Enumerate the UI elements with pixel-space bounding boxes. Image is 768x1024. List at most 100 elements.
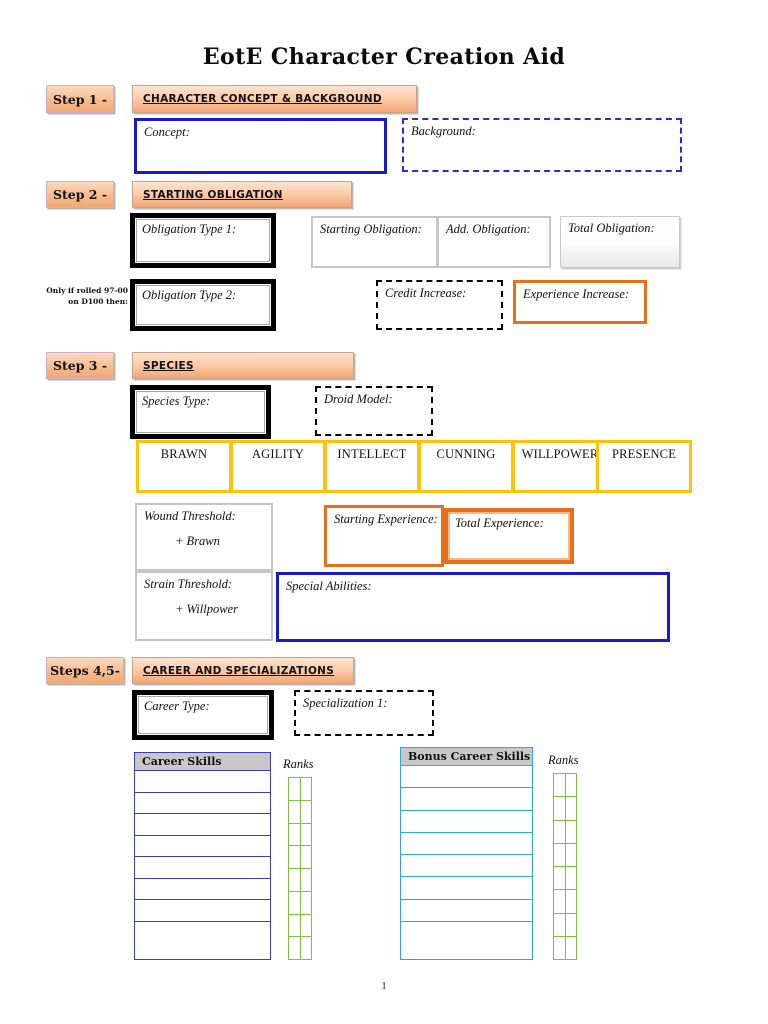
rank-cell[interactable] — [300, 891, 312, 915]
rank-cell[interactable] — [565, 867, 577, 891]
starting-obligation-label: Starting Obligation: — [320, 222, 422, 236]
specialization-1-field[interactable]: Specialization 1: — [294, 690, 434, 736]
rank-cell[interactable] — [289, 778, 301, 801]
rank-cell[interactable] — [554, 913, 566, 937]
section-banner-label: Species — [143, 359, 194, 372]
table-row[interactable] — [401, 855, 532, 878]
starting-obligation-field[interactable]: Starting Obligation: — [311, 216, 438, 268]
table-row[interactable] — [135, 814, 270, 836]
rank-cell[interactable] — [289, 937, 301, 960]
section-banner-career-specializations: Career and Specializations — [132, 657, 354, 684]
rank-cell[interactable] — [300, 869, 312, 892]
rank-cell[interactable] — [289, 846, 301, 869]
table-row[interactable] — [135, 857, 270, 879]
species-type-field[interactable]: Species Type: — [130, 385, 271, 439]
obligation-type-1-label: Obligation Type 1: — [142, 222, 237, 236]
characteristic-label: CUNNING — [436, 447, 496, 461]
starting-experience-field[interactable]: Starting Experience: — [324, 505, 444, 567]
rank-cell[interactable] — [300, 823, 312, 847]
table-row[interactable] — [135, 792, 270, 814]
concept-field[interactable]: Concept: — [134, 118, 387, 174]
characteristic-intellect[interactable]: INTELLECT — [324, 440, 420, 493]
total-experience-field[interactable]: Total Experience: — [444, 508, 574, 564]
rank-cell[interactable] — [289, 869, 301, 892]
ranks-label-bonus: Ranks — [548, 753, 579, 767]
career-type-label: Career Type: — [144, 699, 210, 713]
table-row[interactable] — [135, 921, 270, 943]
add-obligation-label: Add. Obligation: — [446, 222, 531, 236]
wound-threshold-field[interactable]: Wound Threshold: + Brawn — [135, 503, 273, 571]
rank-cell[interactable] — [289, 823, 301, 847]
bonus-career-skills-ranks-grid[interactable] — [553, 773, 577, 960]
rank-cell[interactable] — [565, 774, 577, 798]
rank-cell[interactable] — [565, 936, 577, 960]
table-row[interactable] — [135, 835, 270, 857]
strain-threshold-field[interactable]: Strain Threshold: + Willpower — [135, 571, 273, 641]
ranks-label-career: Ranks — [283, 757, 314, 771]
rank-cell[interactable] — [565, 797, 577, 821]
table-row[interactable] — [401, 810, 532, 833]
credit-increase-label: Credit Increase: — [385, 286, 467, 300]
table-row[interactable] — [135, 771, 270, 793]
rank-cell[interactable] — [289, 800, 301, 824]
step-pill-1: Step 1 - — [46, 85, 114, 113]
rank-cell[interactable] — [554, 843, 566, 867]
table-row[interactable] — [401, 922, 532, 945]
rank-cell[interactable] — [289, 891, 301, 915]
droid-model-label: Droid Model: — [324, 392, 393, 406]
rank-cell[interactable] — [289, 914, 301, 938]
table-row[interactable] — [401, 832, 532, 856]
table-row[interactable] — [401, 877, 532, 900]
rank-cell[interactable] — [300, 846, 312, 869]
credit-increase-field[interactable]: Credit Increase: — [376, 280, 503, 330]
obligation-type-2-field[interactable]: Obligation Type 2: — [130, 279, 276, 331]
characteristic-brawn[interactable]: BRAWN — [136, 440, 232, 493]
rank-cell[interactable] — [565, 843, 577, 867]
characteristic-presence[interactable]: PRESENCE — [596, 440, 692, 493]
table-row[interactable] — [135, 900, 270, 922]
rank-cell[interactable] — [554, 797, 566, 821]
rank-cell[interactable] — [554, 890, 566, 914]
special-abilities-label: Special Abilities: — [286, 579, 372, 593]
rank-cell[interactable] — [300, 937, 312, 960]
special-abilities-field[interactable]: Special Abilities: — [276, 572, 670, 642]
total-obligation-field[interactable]: Total Obligation: — [560, 216, 680, 268]
experience-increase-field[interactable]: Experience Increase: — [513, 280, 647, 324]
rank-cell[interactable] — [300, 914, 312, 938]
background-field[interactable]: Background: — [402, 118, 682, 172]
wound-threshold-modifier: + Brawn — [175, 534, 220, 548]
career-type-field[interactable]: Career Type: — [132, 690, 274, 740]
characteristic-label: BRAWN — [160, 447, 208, 461]
rank-cell[interactable] — [565, 913, 577, 937]
table-row[interactable] — [135, 878, 270, 900]
rank-cell[interactable] — [565, 890, 577, 914]
add-obligation-field[interactable]: Add. Obligation: — [437, 216, 551, 268]
table-row[interactable] — [401, 788, 532, 811]
section-banner-starting-obligation: Starting Obligation — [132, 181, 352, 208]
rank-cell[interactable] — [554, 820, 566, 844]
rank-cell[interactable] — [554, 936, 566, 960]
strain-threshold-modifier: + Willpower — [175, 602, 238, 616]
step-pill-3: Step 3 - — [46, 352, 114, 379]
droid-model-field[interactable]: Droid Model: — [315, 386, 433, 436]
rank-cell[interactable] — [554, 774, 566, 798]
career-skills-ranks-grid[interactable] — [288, 777, 312, 960]
bonus-career-skills-header: Bonus Career Skills — [401, 748, 532, 766]
obligation-roll-note: Only if rolled 97-00 on D100 then: — [46, 286, 128, 306]
characteristic-agility[interactable]: AGILITY — [230, 440, 326, 493]
table-row[interactable] — [401, 899, 532, 923]
characteristic-cunning[interactable]: CUNNING — [418, 440, 514, 493]
total-experience-label: Total Experience: — [455, 516, 544, 530]
section-banner-label: Character Concept & Background — [143, 93, 382, 105]
obligation-type-1-field[interactable]: Obligation Type 1: — [130, 213, 276, 268]
rank-cell[interactable] — [565, 820, 577, 844]
characteristic-willpower[interactable]: WILLPOWER — [512, 440, 608, 493]
page-number: 1 — [381, 980, 387, 992]
rank-cell[interactable] — [300, 800, 312, 824]
section-banner-label: Career and Specializations — [143, 664, 335, 677]
obligation-type-2-label: Obligation Type 2: — [142, 288, 237, 302]
table-row[interactable] — [401, 766, 532, 789]
rank-cell[interactable] — [300, 778, 312, 801]
rank-cell[interactable] — [554, 867, 566, 891]
